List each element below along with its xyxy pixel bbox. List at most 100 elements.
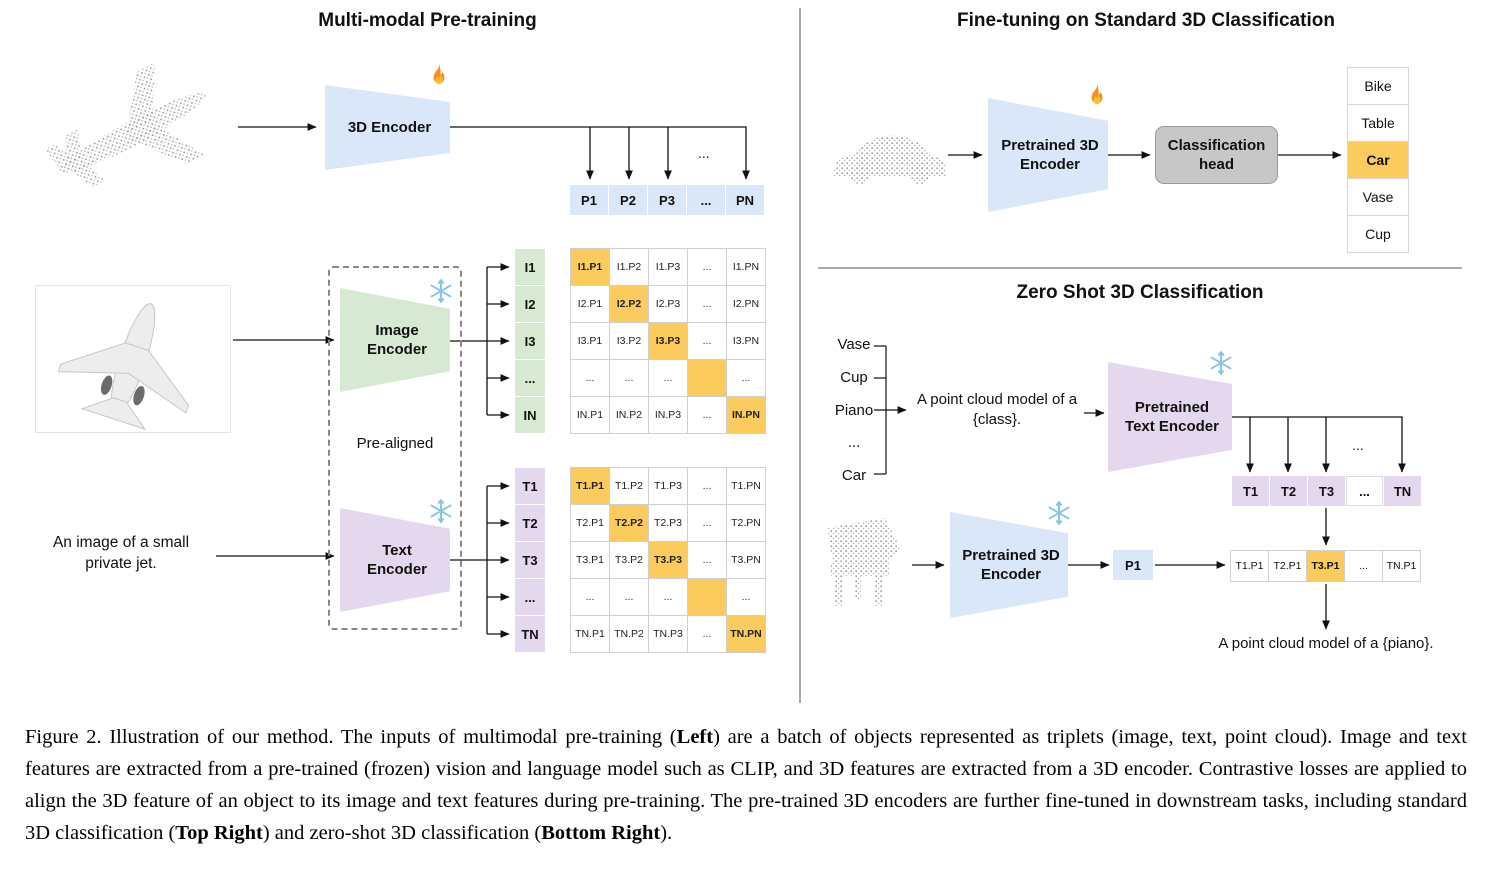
pretrained-text-encoder: Pretrained Text Encoder <box>1108 362 1232 472</box>
candidate-class: Vase <box>837 336 871 353</box>
matrix-cell: T2.P3 <box>649 505 687 541</box>
class-item: Bike <box>1348 68 1408 104</box>
matrix-cell: T1.PN <box>727 468 765 504</box>
result-text: A point cloud model of a {piano}. <box>1218 635 1434 652</box>
matrix-cell: T1.P1 <box>571 468 609 504</box>
t-label: T1 <box>515 468 545 504</box>
candidate-class: Cup <box>840 368 868 386</box>
prealigned-box <box>328 266 462 630</box>
class-list: Bike Table Car Vase Cup <box>1347 67 1409 253</box>
matrix-cell: TN.P3 <box>649 616 687 652</box>
pretrained-3d-encoder-label: Pretrained 3D Encoder <box>962 546 1060 584</box>
pretrained-text-encoder-label: Pretrained Text Encoder <box>1125 398 1219 436</box>
airplane-image <box>57 303 189 431</box>
matrix-cell: I2.P1 <box>571 286 609 322</box>
t-feature-header: T1 T2 T3 ... TN <box>1232 476 1421 506</box>
matrix-cell: T2.PN <box>727 505 765 541</box>
matrix-cell: ... <box>688 616 726 652</box>
matrix-cell: IN.P2 <box>610 397 648 433</box>
matrix-cell: I3.P3 <box>649 323 687 359</box>
classification-head-label: Classification head <box>1167 136 1266 174</box>
matrix-cell: I1.P2 <box>610 249 648 285</box>
t-header-cell: ... <box>1346 476 1383 506</box>
encoder-3d-label: 3D Encoder <box>347 118 432 136</box>
matrix-cell: ... <box>688 468 726 504</box>
snowflake-icon <box>430 279 452 303</box>
matrix-cell: IN.P1 <box>571 397 609 433</box>
t-header-cell: TN <box>1384 476 1421 506</box>
matrix-cell: I1.P3 <box>649 249 687 285</box>
matrix-cell <box>688 579 726 615</box>
matrix-cell: T3.P3 <box>649 542 687 578</box>
matrix-cell: IN.P3 <box>649 397 687 433</box>
airplane-photo <box>35 285 231 433</box>
i-label: I3 <box>515 323 545 359</box>
matrix-cell: ... <box>688 542 726 578</box>
p-header-cell: ... <box>687 185 725 215</box>
car-point-cloud <box>834 135 946 184</box>
candidate-class: Piano <box>834 401 874 419</box>
matrix-cell: ... <box>688 249 726 285</box>
p-header-cell: P2 <box>609 185 647 215</box>
matrix-cell <box>688 360 726 396</box>
matrix-cell: I1.P1 <box>571 249 609 285</box>
similarity-row: T1.P1 T2.P1 T3.P1 ... TN.P1 <box>1230 550 1421 582</box>
matrix-cell: ... <box>649 360 687 396</box>
matrix-cell: T1.P3 <box>649 468 687 504</box>
input-text: An image of a small private jet. <box>52 534 190 572</box>
matrix-cell: ... <box>727 360 765 396</box>
text-pointcloud-matrix: T1.P1 T1.P2 T1.P3 ... T1.PN T2.P1 T2.P2 … <box>570 467 766 653</box>
i-label: IN <box>515 397 545 433</box>
image-pointcloud-matrix: I1.P1 I1.P2 I1.P3 ... I1.PN I2.P1 I2.P2 … <box>570 248 766 434</box>
matrix-cell: T3.P2 <box>610 542 648 578</box>
matrix-cell: ... <box>571 579 609 615</box>
similarity-cell: TN.P1 <box>1383 551 1420 581</box>
t-label: TN <box>515 616 545 652</box>
matrix-cell: ... <box>688 286 726 322</box>
p-feature-header: P1 P2 P3 ... PN <box>570 185 764 215</box>
fire-icon <box>1091 83 1103 105</box>
matrix-cell: T2.P2 <box>610 505 648 541</box>
matrix-cell: I3.PN <box>727 323 765 359</box>
figure-caption: Figure 2. Illustration of our method. Th… <box>25 726 1467 844</box>
image-encoder-label: Image Encoder <box>366 321 427 359</box>
class-item: Cup <box>1348 216 1408 252</box>
matrix-cell: ... <box>610 579 648 615</box>
class-item-selected: Car <box>1348 142 1408 178</box>
matrix-cell: TN.P1 <box>571 616 609 652</box>
matrix-cell: ... <box>688 505 726 541</box>
matrix-cell: I2.P2 <box>610 286 648 322</box>
matrix-cell: T2.P1 <box>571 505 609 541</box>
similarity-cell: T1.P1 <box>1231 551 1268 581</box>
p-header-cell: P3 <box>648 185 686 215</box>
t-label: ... <box>515 579 545 615</box>
pretraining-title: Multi-modal Pre-training <box>318 10 537 31</box>
piano-point-cloud <box>827 518 901 606</box>
matrix-cell: T3.P1 <box>571 542 609 578</box>
matrix-cell: I3.P1 <box>571 323 609 359</box>
prompt-text: A point cloud model of a {class}. <box>916 391 1078 429</box>
image-encoder: Image Encoder <box>340 288 450 392</box>
matrix-cell: ... <box>688 323 726 359</box>
airplane-point-cloud <box>45 61 206 188</box>
matrix-cell: ... <box>649 579 687 615</box>
text-feature-labels: T1 T2 T3 ... TN <box>515 468 545 652</box>
pretrained-3d-encoder-finetune: Pretrained 3D Encoder <box>988 98 1108 212</box>
class-item: Table <box>1348 105 1408 141</box>
snowflake-icon <box>1210 351 1232 375</box>
matrix-cell: I2.PN <box>727 286 765 322</box>
t-header-cell: T1 <box>1232 476 1269 506</box>
classification-head: Classification head <box>1155 126 1278 184</box>
fire-icon <box>433 63 445 85</box>
matrix-cell: T3.PN <box>727 542 765 578</box>
i-label: I2 <box>515 286 545 322</box>
similarity-cell: ... <box>1345 551 1382 581</box>
matrix-cell: TN.PN <box>727 616 765 652</box>
p-header-cell: PN <box>726 185 764 215</box>
t-label: T3 <box>515 542 545 578</box>
snowflake-icon <box>1048 501 1070 525</box>
image-feature-labels: I1 I2 I3 ... IN <box>515 249 545 433</box>
matrix-cell: I1.PN <box>727 249 765 285</box>
ellipsis-label: ... <box>698 145 710 161</box>
